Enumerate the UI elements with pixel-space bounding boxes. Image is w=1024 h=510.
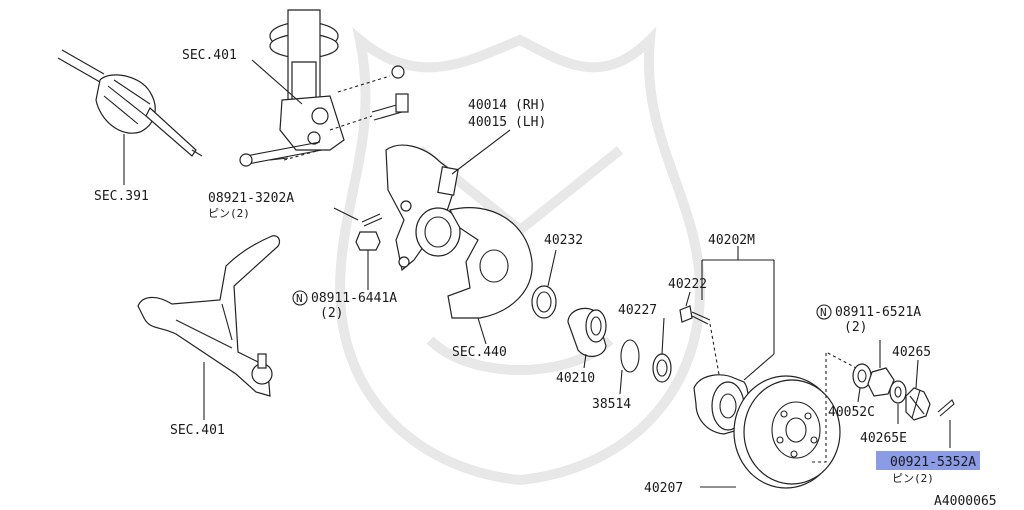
highlight-box	[876, 451, 980, 470]
label-sec-401-bottom[interactable]: SEC.401	[170, 423, 225, 438]
label-nut-left: N 08911-6441A (2)	[292, 290, 397, 321]
label-bolt-40222[interactable]: 40222	[668, 277, 707, 292]
label-bearing-40210[interactable]: 40210	[556, 371, 595, 386]
label-nut-right-part-number[interactable]: 08911-6521A	[835, 305, 921, 320]
drawing-code: A4000065	[934, 494, 997, 509]
label-nut-left-n[interactable]: N	[296, 292, 303, 305]
n-mark-icon	[816, 304, 832, 320]
washer-40052c	[852, 363, 872, 403]
splash-shield	[447, 207, 533, 319]
snap-ring-38514	[619, 339, 640, 395]
drive-shaft	[57, 49, 203, 185]
label-washer-40052c[interactable]: 40052C	[828, 405, 875, 420]
n-mark-icon	[292, 290, 308, 306]
lower-control-arm	[137, 235, 281, 397]
hub-bolt-40222	[679, 291, 721, 381]
steering-knuckle	[385, 144, 461, 272]
label-snap-ring-38514[interactable]: 38514	[592, 397, 631, 412]
label-sec-401-top[interactable]: SEC.401	[182, 48, 237, 63]
seal-40227	[652, 317, 672, 383]
grease-seal-40232	[531, 249, 557, 319]
leader-sec-440	[477, 317, 487, 345]
castle-nut-left	[355, 231, 381, 290]
label-nut-right-qty[interactable]: (2)	[844, 320, 867, 335]
label-seal-40232[interactable]: 40232	[544, 233, 583, 248]
wheel-bearing-40210	[567, 307, 607, 369]
label-hub-40202m[interactable]: 40202M	[708, 233, 755, 248]
washer-40265e	[889, 380, 907, 424]
label-pin-lower-qty[interactable]: ピン(2)	[892, 472, 934, 485]
hub-nut	[867, 340, 895, 397]
label-sec-391[interactable]: SEC.391	[94, 189, 149, 204]
label-nut-right-n[interactable]: N	[820, 306, 827, 319]
label-seal-40227[interactable]: 40227	[618, 303, 657, 318]
label-knuckle-lh[interactable]: 40015 (LH)	[468, 115, 546, 130]
label-nut-cap-40265[interactable]: 40265	[892, 345, 931, 360]
label-sec-440[interactable]: SEC.440	[452, 345, 507, 360]
label-nut-left-qty[interactable]: (2)	[320, 306, 343, 321]
leader-knuckle	[451, 129, 511, 175]
label-pin-upper-part-number[interactable]: 08921-3202A	[208, 191, 294, 206]
label-knuckle-rh[interactable]: 40014 (RH)	[468, 98, 546, 113]
label-pin-upper-qty[interactable]: ピン(2)	[208, 207, 250, 220]
hub-assembly-bracket	[701, 246, 775, 381]
cotter-pin-lower	[937, 399, 955, 448]
label-washer-40265e[interactable]: 40265E	[860, 431, 907, 446]
dashed-guide-right	[812, 351, 861, 463]
cotter-pin-upper	[333, 207, 383, 227]
leader-sec-401-top	[251, 59, 303, 105]
label-nut-left-part-number[interactable]: 08911-6441A	[311, 291, 397, 306]
label-pin-lower-part-number[interactable]: 00921-5352A	[890, 455, 976, 470]
brake-rotor	[700, 375, 841, 489]
label-nut-right: N 08911-6521A (2)	[816, 304, 921, 335]
label-rotor-40207[interactable]: 40207	[644, 481, 683, 496]
strut-assembly	[269, 9, 345, 151]
nut-cap-40265	[905, 359, 931, 421]
strut-bolts	[239, 65, 409, 167]
